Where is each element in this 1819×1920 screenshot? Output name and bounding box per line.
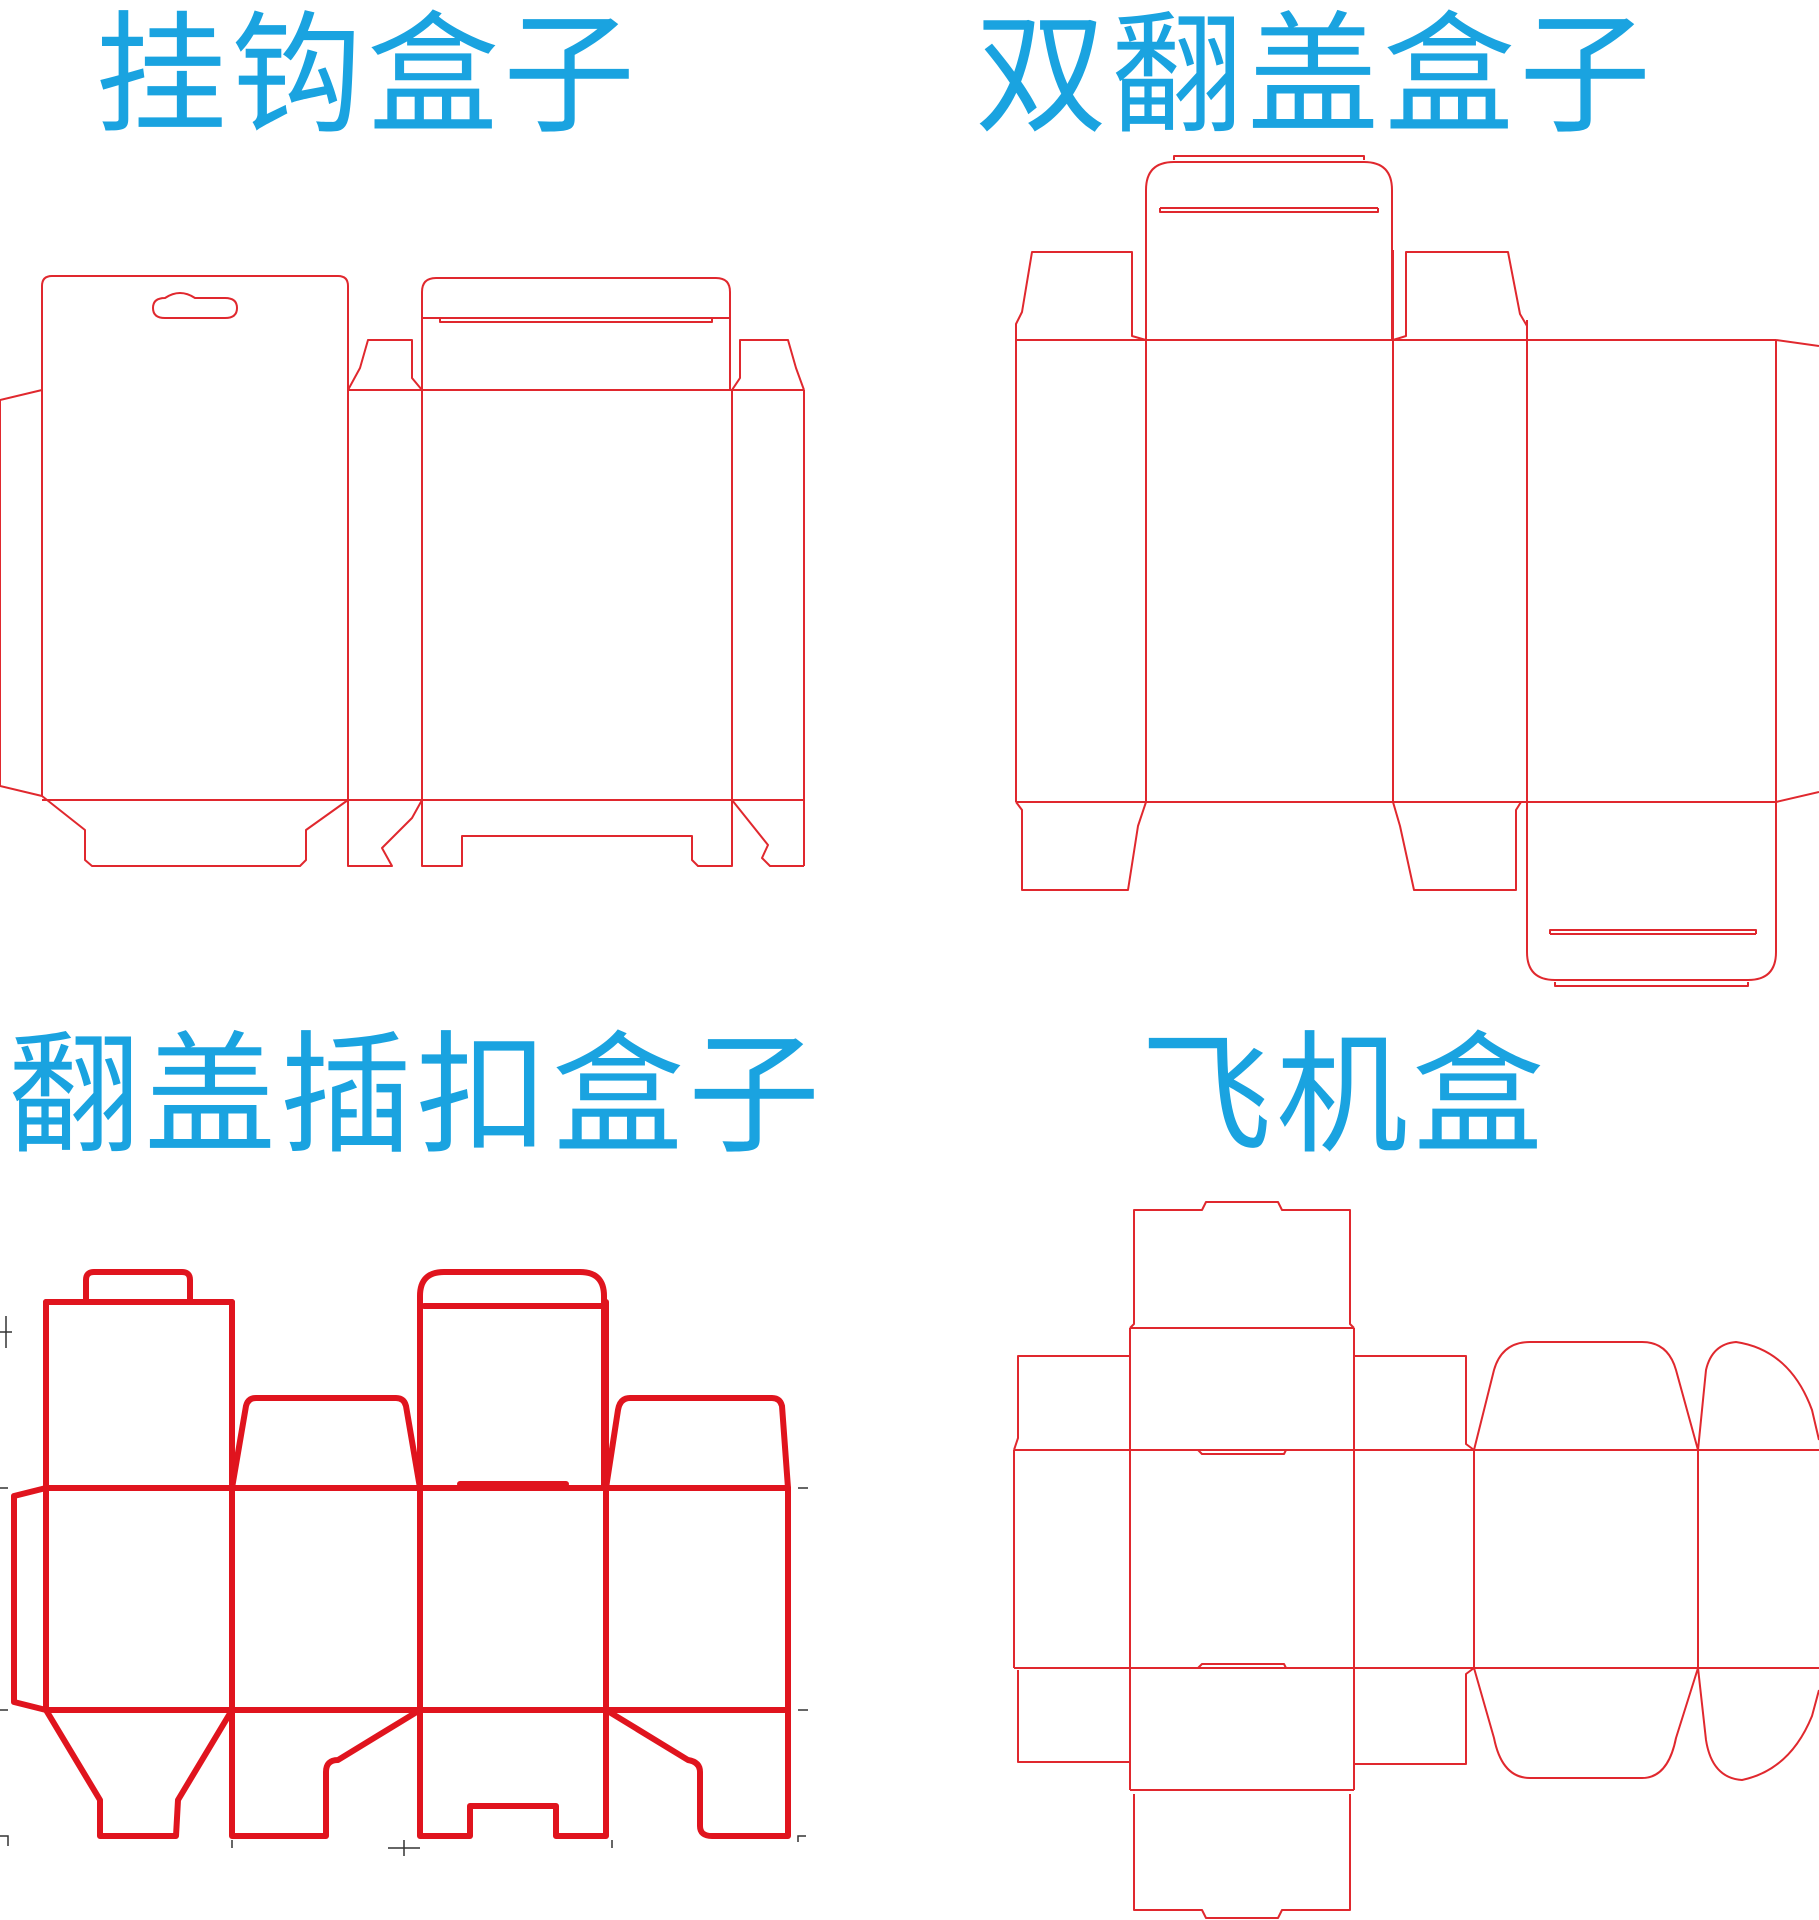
hook-box-tuck-flap xyxy=(421,277,731,390)
tuck-box-top-lid xyxy=(417,1269,607,1491)
double-flip-top-lid xyxy=(1145,161,1393,340)
airplane-box-dieline xyxy=(1013,1201,1819,1919)
tuck-box-dust-flap-2 xyxy=(603,1395,791,1491)
title-flip-lid-tuck-box: 翻盖插扣盒子 xyxy=(8,1019,824,1173)
double-flip-glue-flap xyxy=(1775,339,1819,803)
hook-box-bottom-flap-2 xyxy=(347,799,423,867)
tuck-box-glue-flap xyxy=(11,1485,49,1713)
hook-box-dust-flap-1 xyxy=(347,339,423,391)
tuck-box-bottom-flap-1 xyxy=(43,1707,235,1839)
double-flip-top-side-flap-1 xyxy=(1015,251,1147,341)
tuck-box-top-tab xyxy=(83,1269,193,1305)
airplane-top-lid xyxy=(1129,1201,1355,1329)
hook-box-dust-flap-2 xyxy=(731,339,805,391)
hook-box-dieline xyxy=(0,275,805,867)
airplane-front-tuck-top xyxy=(1473,1341,1699,1451)
double-flip-box-dieline xyxy=(1015,155,1819,987)
hook-box-glue-flap xyxy=(0,389,43,797)
double-flip-bottom-side-flap-2 xyxy=(1392,801,1522,891)
title-double-flip-box: 双翻盖盒子 xyxy=(975,0,1655,153)
tuck-box-bottom-flap-3 xyxy=(417,1707,609,1839)
airplane-top-side-flap-1 xyxy=(1013,1355,1130,1451)
hook-box-front-panel xyxy=(41,275,349,800)
double-flip-top-side-flap-2 xyxy=(1392,251,1528,341)
tuck-box-bottom-flap-4 xyxy=(603,1707,791,1839)
title-airplane-box: 飞机盒 xyxy=(1140,1019,1548,1173)
hook-box-bottom-flap-4 xyxy=(731,799,804,867)
tuck-box-bottom-flap-2 xyxy=(229,1707,423,1839)
airplane-ear-flap-bottom xyxy=(1697,1667,1819,1781)
airplane-bottom-lid xyxy=(1133,1794,1351,1919)
hook-box-bottom-flap-3 xyxy=(421,800,733,867)
tuck-box-dust-flap-1 xyxy=(229,1395,423,1491)
airplane-ear-flap-top xyxy=(1697,1341,1819,1451)
tuck-box-top-panel-1 xyxy=(43,1299,235,1491)
double-flip-bottom-lid xyxy=(1526,802,1777,981)
airplane-side-flap-2 xyxy=(1354,1355,1475,1451)
title-hook-box: 挂钩盒子 xyxy=(95,0,639,153)
flip-lid-tuck-box-dieline xyxy=(0,1269,808,1856)
double-flip-bottom-side-flap-1 xyxy=(1015,801,1147,891)
hook-box-hang-hole xyxy=(152,292,238,319)
airplane-front-tuck-bottom xyxy=(1473,1667,1699,1779)
hook-box-bottom-flap-1 xyxy=(41,795,349,867)
